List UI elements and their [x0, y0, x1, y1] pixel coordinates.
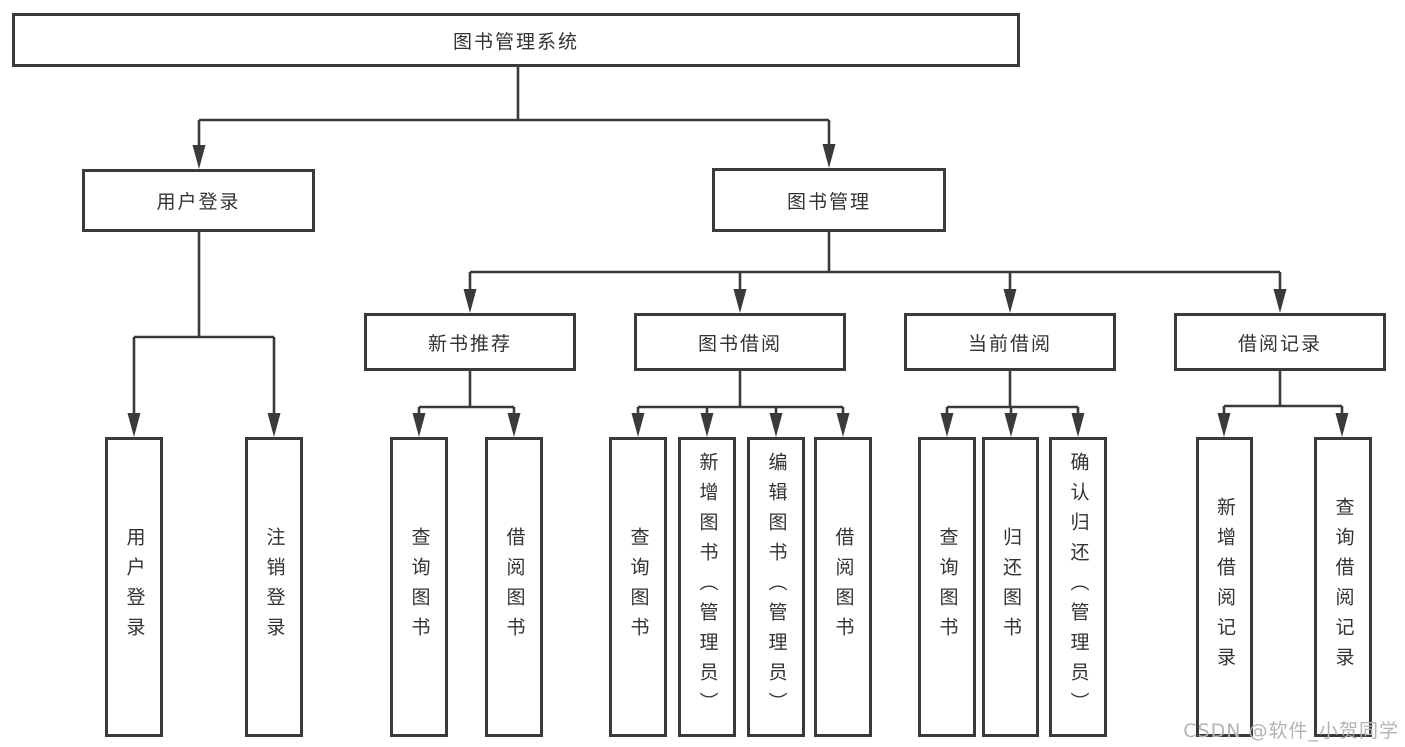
leaf-logout: 注销登录 — [245, 437, 303, 737]
arrowheads — [127, 144, 1349, 437]
arrow-down-icon — [1335, 413, 1349, 437]
csdn-watermark: CSDN @软件_小贺同学 — [1183, 720, 1399, 742]
arrow-down-icon — [412, 413, 426, 437]
arrow-down-icon — [700, 413, 714, 437]
arrow-down-icon — [192, 145, 206, 169]
connector-lines — [132, 67, 1344, 414]
arrow-down-icon — [267, 413, 281, 437]
node-new-book-recommend: 新书推荐 — [364, 313, 576, 371]
leaf-return-book: 归还图书 — [982, 437, 1039, 737]
node-book-management: 图书管理 — [712, 168, 946, 232]
arrow-down-icon — [631, 413, 645, 437]
leaf-query-borrow-record: 查询借阅记录 — [1314, 437, 1372, 737]
leaf-add-borrow-record: 新增借阅记录 — [1196, 437, 1253, 737]
node-book-borrow: 图书借阅 — [634, 313, 846, 371]
node-user-login: 用户登录 — [82, 169, 315, 232]
node-root: 图书管理系统 — [12, 13, 1020, 67]
leaf-query-book-borrow: 查询图书 — [609, 437, 667, 737]
arrow-down-icon — [1071, 413, 1085, 437]
leaf-query-book-current: 查询图书 — [918, 437, 976, 737]
arrow-down-icon — [1217, 413, 1231, 437]
leaf-edit-book-admin: 编辑图书（管理员） — [747, 437, 805, 737]
arrow-down-icon — [769, 413, 783, 437]
arrow-down-icon — [822, 144, 836, 168]
arrow-down-icon — [463, 289, 477, 313]
arrow-down-icon — [1273, 289, 1287, 313]
leaf-query-book-recommend: 查询图书 — [390, 437, 448, 737]
node-borrow-record: 借阅记录 — [1174, 313, 1386, 371]
leaf-add-book-admin: 新增图书（管理员） — [678, 437, 736, 737]
leaf-user-login: 用户登录 — [105, 437, 163, 737]
arrow-down-icon — [507, 413, 521, 437]
leaf-borrow-book-recommend: 借阅图书 — [485, 437, 543, 737]
arrow-down-icon — [1003, 289, 1017, 313]
leaf-borrow-book: 借阅图书 — [814, 437, 872, 737]
arrow-down-icon — [836, 413, 850, 437]
arrow-down-icon — [127, 413, 141, 437]
node-current-borrow: 当前借阅 — [904, 313, 1116, 371]
arrow-down-icon — [940, 413, 954, 437]
leaf-confirm-return-admin: 确认归还（管理员） — [1049, 437, 1107, 737]
arrow-down-icon — [733, 289, 747, 313]
arrow-down-icon — [1004, 413, 1018, 437]
